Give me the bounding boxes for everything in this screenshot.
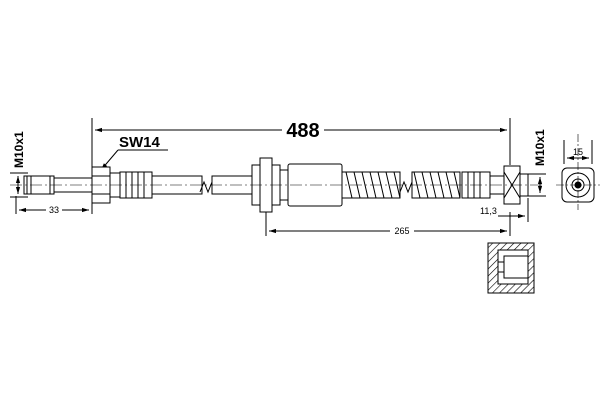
end-view-diameter-label: 15: [573, 147, 583, 157]
right-thread-dimension: [528, 173, 546, 197]
seat-section-detail: [487, 242, 535, 294]
left-thread-label: M10x1: [12, 131, 26, 168]
overall-length-label: 488: [286, 120, 319, 142]
wrench-size-label: SW14: [119, 134, 161, 151]
right-thread-label: M10x1: [533, 129, 547, 166]
spring-offset-dimension: [265, 212, 511, 236]
wrench-size-leader: [100, 149, 168, 171]
left-fitting-length-label: 33: [49, 205, 59, 215]
right-flange-label: 11,3: [480, 206, 497, 216]
right-flange-dimension: [498, 198, 529, 222]
spring-offset-label: 265: [394, 226, 409, 236]
